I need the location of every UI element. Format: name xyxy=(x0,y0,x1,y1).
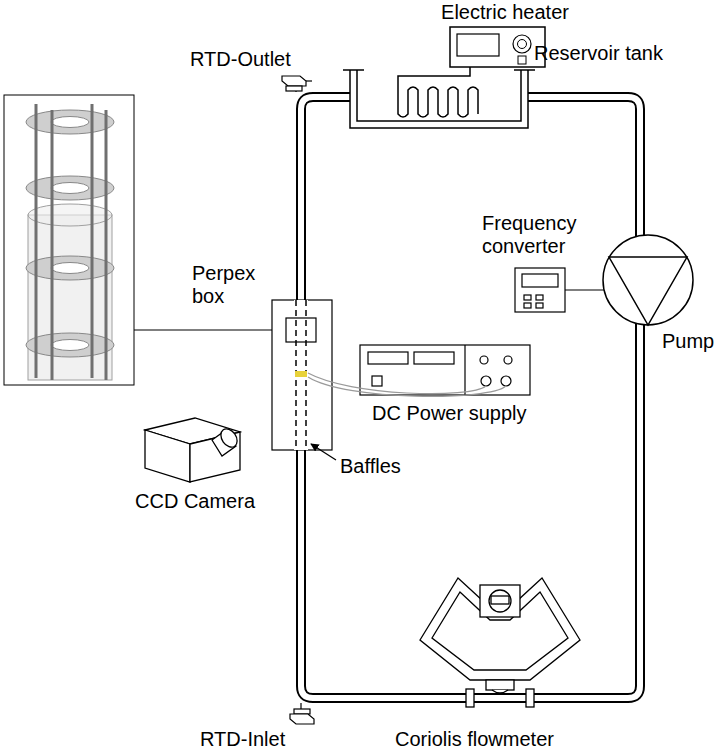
baffle-inset xyxy=(4,95,134,385)
heater-unit-part xyxy=(513,35,531,53)
baffle-inset-part-part xyxy=(26,176,114,200)
inset-leader xyxy=(134,329,272,330)
rtd-sensor-part xyxy=(306,80,312,81)
perpex-box-part xyxy=(294,300,308,450)
sensor-label: RTD-Outlet xyxy=(190,48,291,71)
ccd-camera-part xyxy=(145,430,190,482)
rtd-sensor-part xyxy=(300,703,301,709)
power-wire-part xyxy=(308,373,486,394)
baffle-inset-part xyxy=(51,117,89,351)
coriolis-flowmeter-part xyxy=(526,689,534,707)
baffle-inset-part xyxy=(28,204,112,226)
reservoir-tank xyxy=(343,70,535,128)
sensor-label: RTD-Inlet xyxy=(200,728,285,751)
ccd-camera xyxy=(145,418,240,482)
ccd-camera-part xyxy=(218,426,241,450)
dc-power-supply-part xyxy=(501,376,511,386)
dc-power-supply-part xyxy=(414,352,454,364)
baffle-inset-part-part xyxy=(51,110,54,380)
reservoir-tank-part xyxy=(350,70,528,128)
dc-power-supply-part xyxy=(480,356,488,364)
reservoir-tank-part xyxy=(357,70,521,121)
baffle-inset-part-part xyxy=(91,104,94,378)
pipe-loop-part xyxy=(301,97,640,698)
device-label: Coriolis flowmeter xyxy=(395,728,554,751)
baffle-inset-part-part xyxy=(51,263,89,274)
coriolis-flowmeter-part xyxy=(420,578,580,680)
pump-symbol-part xyxy=(609,257,687,325)
heater-unit-part xyxy=(450,27,545,67)
frequency-converter-part xyxy=(536,303,543,308)
heater-unit-part xyxy=(518,56,526,64)
coriolis-flowmeter-part xyxy=(489,590,511,612)
dc-power-supply-part xyxy=(368,352,408,364)
dc-power-supply-part xyxy=(504,356,512,364)
device-label: DC Power supply xyxy=(372,402,527,425)
rtd-sensor-part xyxy=(282,76,306,86)
baffle-inset-part xyxy=(26,110,114,357)
power-wire xyxy=(308,373,506,396)
frequency-converter-part xyxy=(522,274,558,287)
power-wire-part xyxy=(308,377,506,396)
perpex-box-part xyxy=(295,371,307,377)
heater-unit-part xyxy=(518,40,527,49)
baffle-inset-part-part xyxy=(51,340,89,351)
rtd-sensor xyxy=(282,76,312,92)
frequency-converter-part xyxy=(524,295,531,300)
baffle-inset-part-part xyxy=(26,110,114,134)
rtd-sensor-part xyxy=(290,714,314,724)
device-label: Perpex box xyxy=(192,262,266,308)
pipe-loop xyxy=(301,97,640,698)
coriolis-flowmeter-part xyxy=(466,689,474,707)
part-label: Baffles xyxy=(340,455,401,478)
control-cable xyxy=(565,289,604,290)
perpex-box-part xyxy=(272,300,332,450)
baffle-inset-part-part xyxy=(51,117,89,128)
pipe-loop-part xyxy=(301,97,640,698)
frequency-converter-part xyxy=(536,295,543,300)
heater-unit xyxy=(450,27,545,67)
device-label: Pump xyxy=(662,330,714,353)
heater-unit-part xyxy=(457,34,499,56)
rtd-sensor xyxy=(290,703,314,724)
dc-power-supply-part xyxy=(464,345,465,395)
rtd-sensor-part xyxy=(294,709,310,714)
device-label: Frequency converter xyxy=(482,212,582,258)
baffle-inset-part xyxy=(4,95,134,385)
baffle-inset-part-part xyxy=(26,256,114,280)
reservoir-tank-part xyxy=(514,69,535,71)
baffles-leader xyxy=(311,444,336,460)
baffle-inset-part-part xyxy=(51,183,89,194)
coriolis-flowmeter xyxy=(420,578,580,707)
coriolis-flowmeter-part xyxy=(486,680,514,690)
dc-power-supply-part xyxy=(481,376,491,386)
device-label: Electric heater xyxy=(441,1,569,24)
coriolis-flowmeter-part xyxy=(480,585,520,617)
baffle-inset-part-part xyxy=(26,333,114,357)
device-label: CCD Camera xyxy=(135,490,255,513)
frequency-converter-part xyxy=(524,303,531,308)
coriolis-flowmeter-part xyxy=(491,596,509,604)
frequency-converter xyxy=(515,268,565,312)
frequency-converter-part xyxy=(515,268,565,312)
baffle-inset-part-part xyxy=(105,110,108,380)
pump-symbol-part xyxy=(603,235,693,325)
coriolis-flowmeter-part xyxy=(492,690,508,693)
baffle-inset-part xyxy=(36,104,106,380)
heater-coil xyxy=(398,67,478,117)
coriolis-flowmeter-part xyxy=(432,592,568,670)
perpex-box-part xyxy=(286,318,316,342)
dc-power-supply-part xyxy=(372,376,382,386)
pump-symbol xyxy=(603,235,693,325)
baffle-inset-part-part xyxy=(35,104,38,378)
rtd-sensor-part xyxy=(286,86,302,91)
reservoir-tank-part xyxy=(343,69,364,71)
perpex-box xyxy=(272,300,332,450)
device-label: Reservoir tank xyxy=(534,42,663,65)
